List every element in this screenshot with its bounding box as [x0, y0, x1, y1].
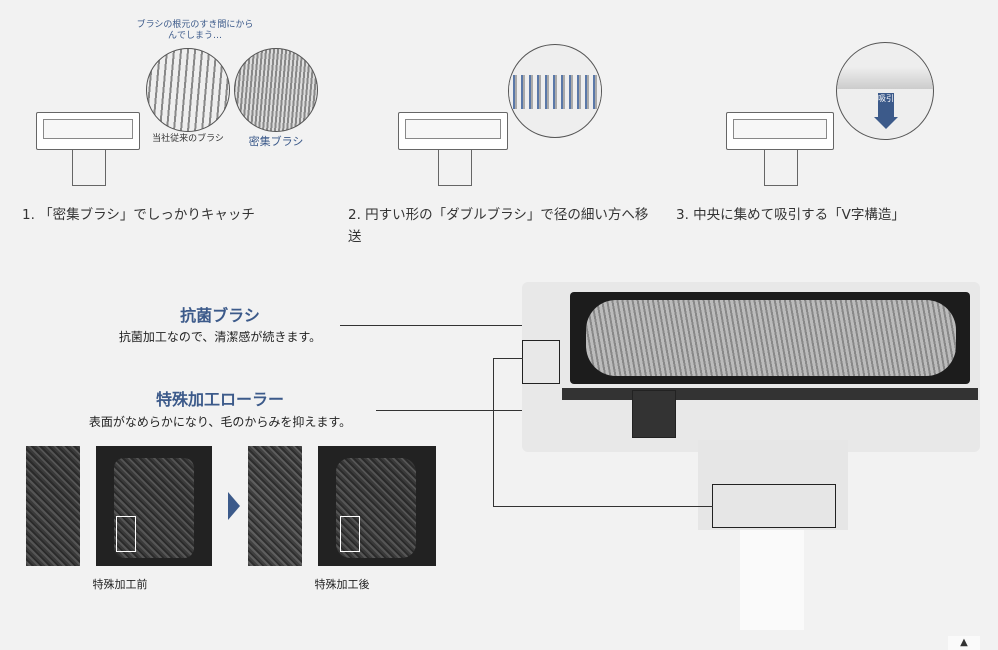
suction-arrow-icon: 吸引 [878, 93, 894, 117]
roller-after-photo [318, 446, 436, 566]
chevron-up-icon: ▲ [960, 637, 968, 648]
conventional-brush-zoom [146, 48, 230, 132]
callout-line-roller [376, 410, 636, 411]
wheel-highlight-bottom [712, 484, 836, 528]
dense-brush-zoom [234, 48, 318, 132]
special-roller-desc: 表面がなめらかになり、毛のからみを抑えます。 [88, 415, 352, 429]
v-structure-zoom: 吸引 [836, 42, 934, 140]
brush-neck-1 [72, 150, 106, 186]
double-brush-zoom [508, 44, 602, 138]
callout-line-wheel [493, 358, 523, 359]
vacuum-head-photo [522, 282, 980, 452]
brush-neck-2 [438, 150, 472, 186]
roller-after-closeup [248, 446, 302, 566]
arrow-right-icon [228, 492, 240, 520]
after-caption: 特殊加工後 [314, 578, 370, 591]
step-3-text: 3. 中央に集めて吸引する「V字構造」 [676, 207, 905, 223]
before-caption: 特殊加工前 [92, 578, 148, 591]
roller-before-photo [96, 446, 212, 566]
brush-head-illustration-3 [726, 112, 834, 150]
roller-highlight-center [632, 390, 676, 438]
step-1-text: 1. 「密集ブラシ」でしっかりキャッチ [22, 207, 255, 223]
vacuum-neck-photo [698, 440, 848, 530]
conventional-brush-label: 当社従来のブラシ [152, 134, 224, 144]
vacuum-pipe-photo [740, 530, 804, 630]
tangle-note: ブラシの根元のすき間にからんでしまう… [136, 20, 254, 41]
dense-brush-label: 密集ブラシ [248, 135, 304, 148]
callout-line-wheel-bottom [493, 506, 713, 507]
callout-line-wheel-vertical [493, 358, 494, 506]
brush-head-illustration-2 [398, 112, 508, 150]
wheel-highlight-left [522, 340, 560, 384]
antibacterial-brush-desc: 抗菌加工なので、清潔感が続きます。 [118, 330, 322, 344]
brush-neck-3 [764, 150, 798, 186]
scroll-to-top-button[interactable]: ▲ [948, 636, 980, 650]
antibacterial-brush-title: 抗菌ブラシ [180, 306, 260, 325]
callout-line-brush [340, 325, 658, 326]
roller-before-closeup [26, 446, 80, 566]
step-2-text: 2. 円すい形の「ダブルブラシ」で径の細い方へ移送 [348, 207, 649, 245]
brush-head-illustration-1 [36, 112, 140, 150]
special-roller-title: 特殊加工ローラー [155, 390, 284, 409]
